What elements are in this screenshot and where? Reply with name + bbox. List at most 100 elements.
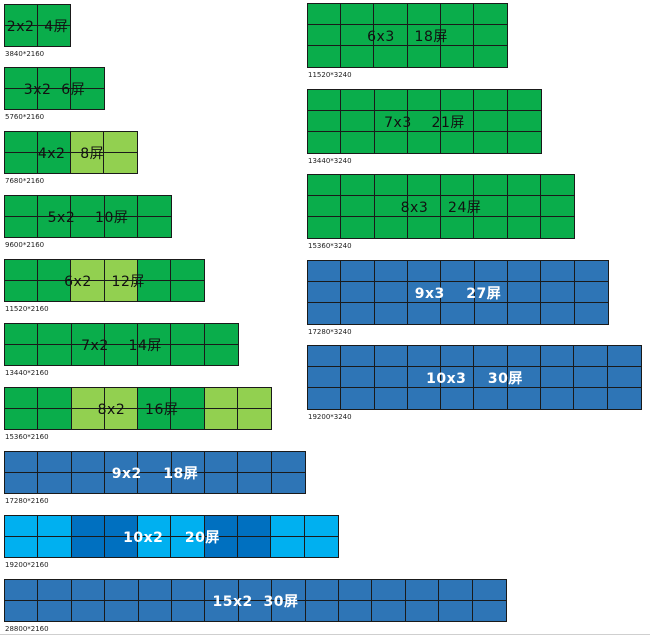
screen-cell — [607, 346, 641, 367]
screen-cell — [204, 408, 238, 429]
screen-cell — [204, 516, 239, 537]
screen-cell — [374, 282, 408, 303]
screen-grid: 10x3 30屏 — [307, 345, 642, 410]
screen-cell — [474, 175, 508, 196]
screen-cell — [38, 132, 71, 153]
screen-cell — [5, 68, 38, 89]
screen-cell — [5, 600, 39, 621]
screen-cell — [405, 600, 440, 621]
screen-cell — [473, 25, 507, 46]
screen-cell — [238, 472, 272, 493]
screen-cell — [341, 196, 375, 217]
screen-cell — [374, 111, 408, 132]
screen-cell — [172, 600, 206, 621]
screen-cell — [238, 536, 272, 557]
screen-cell — [38, 88, 71, 109]
screen-cell — [405, 580, 440, 601]
screen-cell — [607, 367, 641, 388]
resolution-label: 13440*3240 — [308, 157, 352, 165]
screen-cell — [574, 346, 608, 367]
resolution-label: 28800*2160 — [5, 625, 49, 633]
screen-cell — [238, 452, 272, 473]
screen-cell — [441, 388, 475, 409]
screen-cell — [474, 388, 508, 409]
screen-cell — [138, 344, 172, 365]
screen-cell — [5, 536, 39, 557]
screen-cell — [71, 324, 105, 345]
screen-cell — [138, 600, 172, 621]
screen-cell — [341, 282, 375, 303]
screen-cell — [308, 282, 342, 303]
screen-cell — [272, 600, 306, 621]
screen-cell — [407, 175, 441, 196]
screen-cell — [104, 408, 138, 429]
screen-cell — [204, 344, 238, 365]
screen-cell — [71, 452, 105, 473]
resolution-label: 9600*2160 — [5, 241, 45, 249]
screen-cell — [170, 260, 204, 281]
screen-cell — [372, 600, 406, 621]
screen-cell — [5, 408, 39, 429]
screen-cell — [339, 600, 373, 621]
screen-cell — [104, 388, 138, 409]
screen-cell — [305, 580, 339, 601]
screen-cell — [304, 536, 338, 557]
screen-cell — [205, 600, 239, 621]
screen-cell — [104, 260, 138, 281]
screen-cell — [308, 90, 342, 111]
screen-cell — [104, 152, 137, 173]
screen-cell — [439, 580, 473, 601]
resolution-label: 19200*2160 — [5, 561, 49, 569]
screen-grid: 4x2 8屏 — [4, 131, 138, 174]
screen-cell — [474, 282, 508, 303]
screen-cell — [38, 536, 72, 557]
screen-cell — [474, 132, 508, 153]
screen-cell — [104, 536, 139, 557]
screen-cell — [38, 580, 72, 601]
screen-cell — [308, 46, 342, 67]
screen-cell — [5, 580, 39, 601]
screen-cell — [439, 600, 473, 621]
screen-cell — [440, 46, 474, 67]
screen-cell — [441, 261, 475, 282]
screen-cell — [474, 367, 508, 388]
screen-cell — [308, 346, 342, 367]
screen-cell — [574, 388, 608, 409]
screen-cell — [407, 367, 442, 388]
screen-cell — [574, 303, 608, 324]
screen-cell — [137, 196, 171, 217]
screen-cell — [237, 408, 271, 429]
screen-cell — [341, 367, 375, 388]
screen-cell — [71, 216, 105, 237]
screen-cell — [308, 303, 342, 324]
bottom-divider — [0, 634, 650, 635]
screen-cell — [5, 5, 38, 26]
screen-cell — [507, 346, 542, 367]
screen-cell — [71, 68, 104, 89]
screen-cell — [308, 367, 342, 388]
screen-cell — [308, 261, 342, 282]
screen-cell — [71, 408, 105, 429]
screen-cell — [38, 280, 72, 301]
resolution-label: 11520*3240 — [308, 71, 352, 79]
screen-cell — [541, 388, 575, 409]
screen-cell — [341, 346, 375, 367]
screen-cell — [507, 282, 542, 303]
screen-cell — [474, 346, 508, 367]
screen-cell — [38, 216, 72, 237]
screen-cell — [204, 472, 239, 493]
screen-cell — [104, 196, 138, 217]
screen-cell — [104, 516, 139, 537]
screen-cell — [339, 580, 373, 601]
screen-cell — [138, 408, 172, 429]
screen-cell — [574, 282, 608, 303]
screen-cell — [71, 580, 106, 601]
screen-cell — [5, 280, 39, 301]
screen-cell — [441, 132, 475, 153]
